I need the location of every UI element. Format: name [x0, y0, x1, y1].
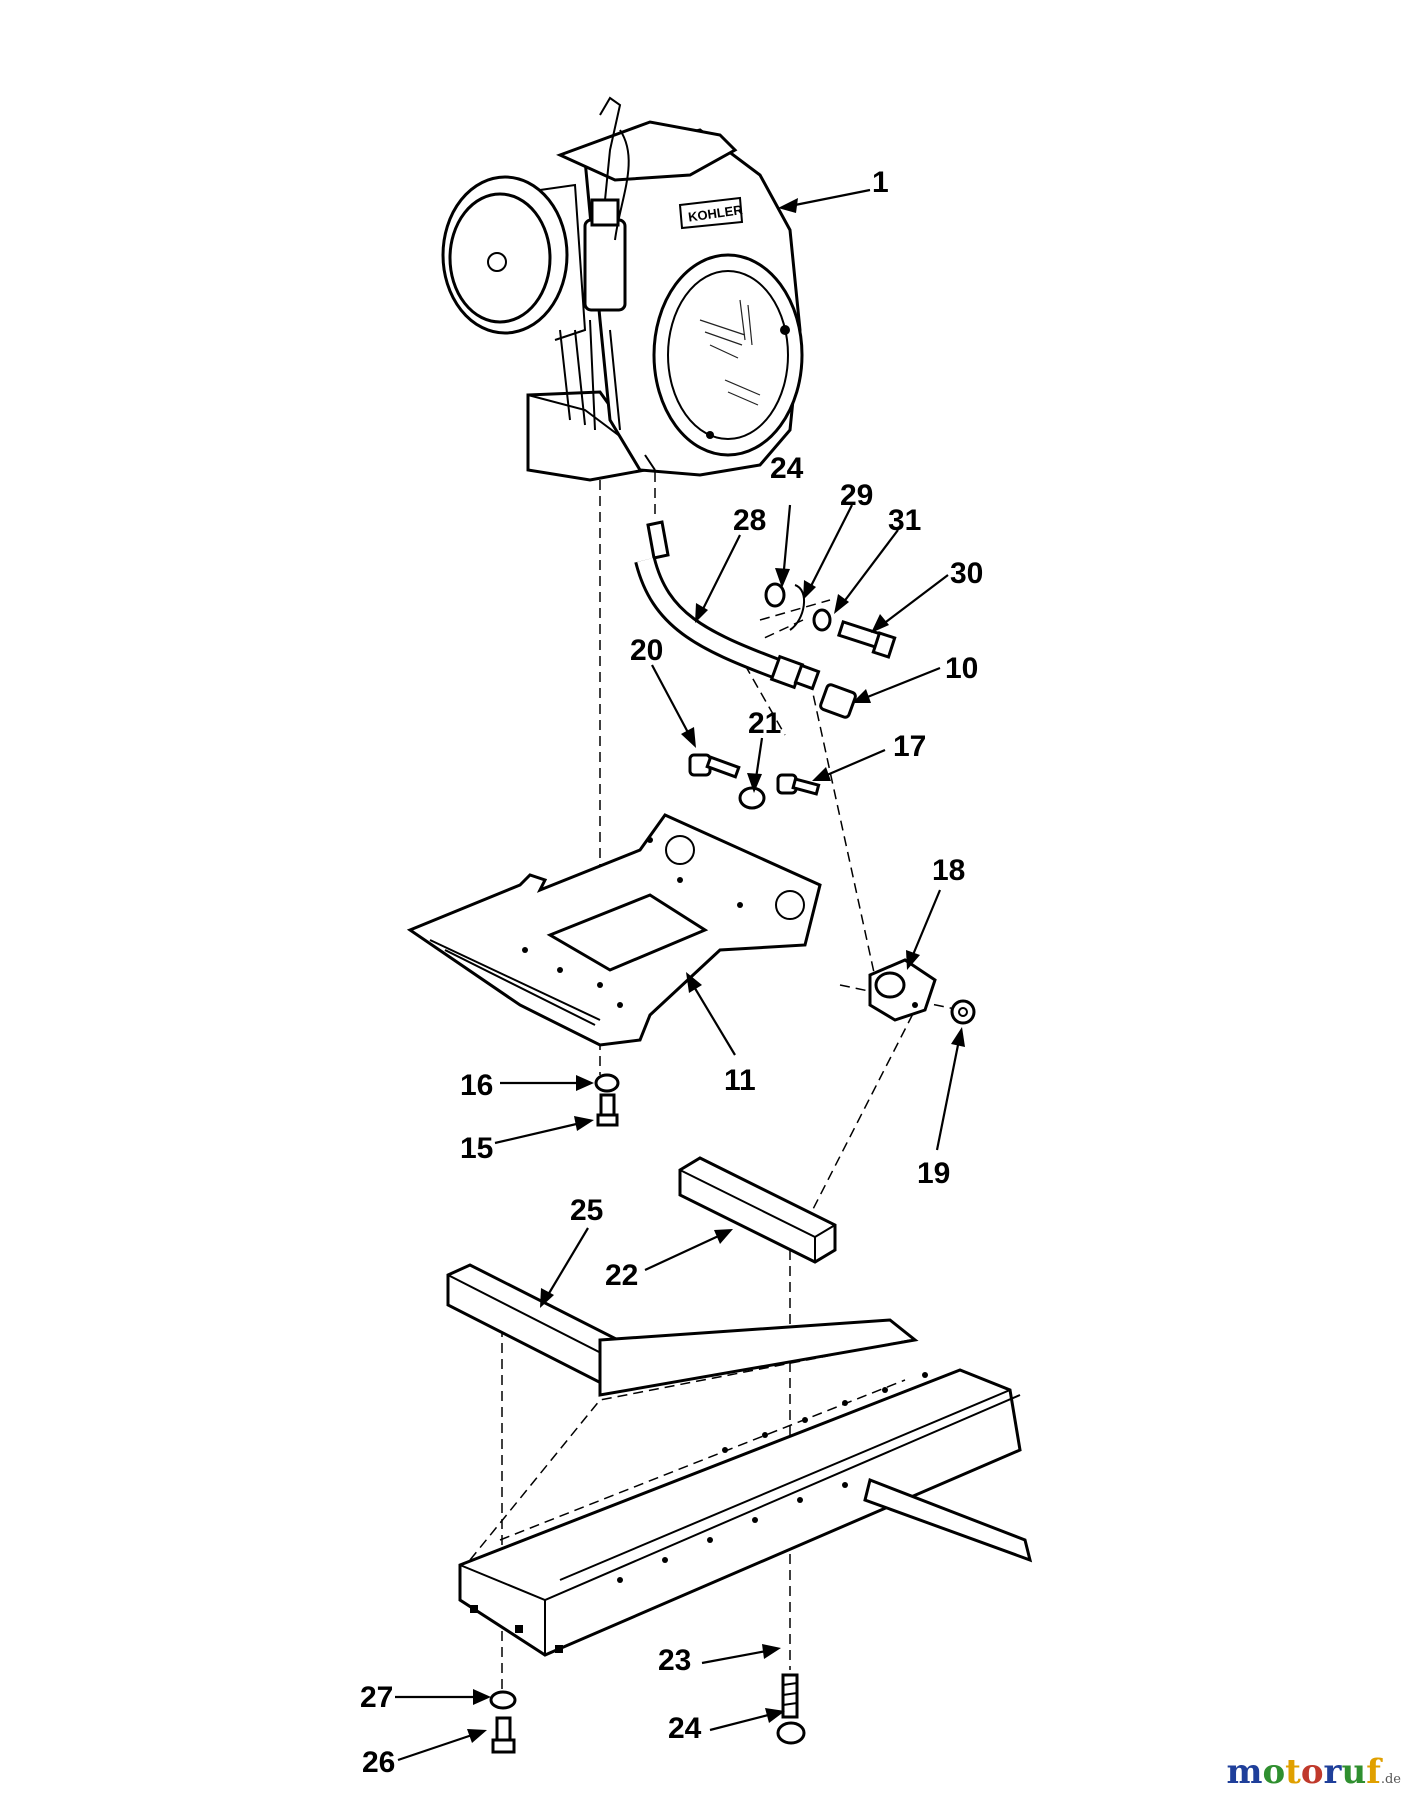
callout-21: 21: [748, 707, 781, 740]
mounting-plate-part-11: [406, 813, 822, 1047]
callout-28: 28: [733, 504, 766, 537]
callout-29: 29: [840, 479, 873, 512]
callout-17: 17: [893, 730, 926, 763]
guide-line: [809, 999, 921, 1216]
callout-16: 16: [460, 1069, 493, 1102]
stud-part-23: [781, 1673, 799, 1719]
callout-22: 22: [605, 1259, 638, 1292]
guide-line: [759, 599, 831, 621]
oil-drain-hose-part-28: [634, 520, 821, 691]
callout-30: 30: [950, 557, 983, 590]
callout-arrows: [395, 188, 965, 1762]
guide-line: [839, 984, 961, 1011]
callout-25: 25: [570, 1194, 603, 1227]
callout-24-bottom: 24: [668, 1712, 702, 1745]
callout-11: 11: [724, 1064, 756, 1097]
callout-31: 31: [888, 504, 921, 537]
callout-18: 18: [932, 854, 965, 887]
guide-line: [744, 664, 786, 736]
callout-1: 1: [872, 166, 889, 199]
screw-washer-group: [688, 753, 821, 810]
engine-part-1: KOHLER: [441, 96, 804, 482]
watermark-suffix: .de: [1380, 1772, 1401, 1787]
spacer-block-part-22: [678, 1156, 837, 1264]
callout-23: 23: [658, 1644, 691, 1677]
callout-20: 20: [630, 634, 663, 667]
callout-27: 27: [360, 1681, 393, 1714]
shock-mount-part-18: [868, 958, 937, 1022]
callout-26: 26: [362, 1746, 395, 1779]
bolt-part-26: [491, 1716, 516, 1754]
nut-part-24: [776, 1721, 806, 1745]
nut-part-19: [950, 999, 976, 1025]
hose-clamp-hardware: [764, 582, 897, 659]
callout-15: 15: [460, 1132, 493, 1165]
watermark-text: motoruf: [1226, 1752, 1381, 1792]
guide-line: [809, 679, 881, 1001]
washer-part-16: [594, 1073, 620, 1093]
tractor-frame: [458, 1318, 1033, 1657]
cap-part-10: [819, 683, 857, 719]
callout-labels: 1 24 29 31 30 28 10 20 21 17 18 11 16 15…: [360, 166, 983, 1779]
watermark-logo: motoruf.de: [1226, 1752, 1401, 1792]
callout-19: 19: [917, 1157, 950, 1190]
washer-part-27: [489, 1690, 517, 1710]
callout-24-top: 24: [770, 452, 804, 485]
callout-10: 10: [945, 652, 978, 685]
bolt-part-15: [596, 1093, 619, 1127]
